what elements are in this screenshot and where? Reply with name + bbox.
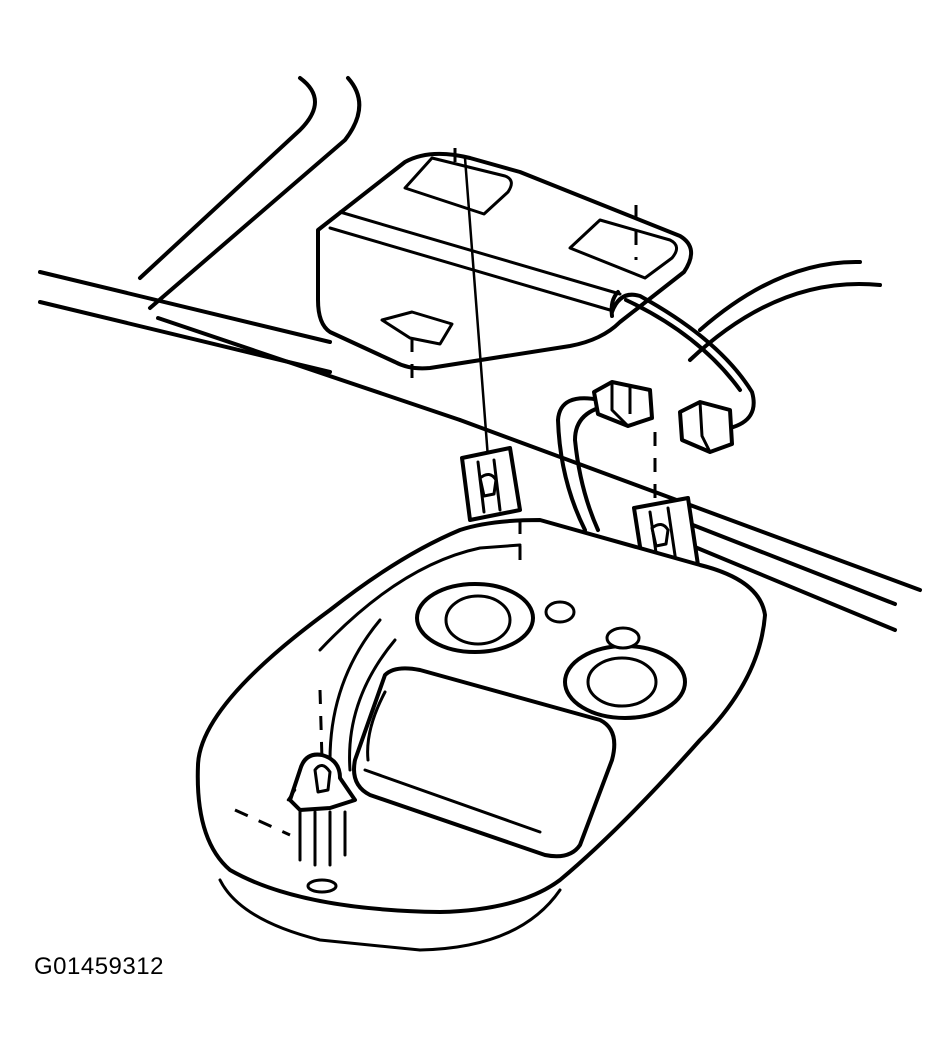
storage-compartment-door bbox=[352, 666, 617, 859]
roof-bracket bbox=[316, 148, 693, 380]
retaining-clip-left bbox=[460, 446, 522, 522]
electrical-connectors bbox=[592, 380, 734, 500]
wiring-harness bbox=[556, 290, 756, 532]
console-front-clip bbox=[286, 752, 357, 867]
lamp-switches bbox=[544, 600, 641, 650]
alignment-line bbox=[463, 156, 490, 460]
reading-lamp-right bbox=[563, 644, 687, 720]
reading-lamp-left bbox=[415, 582, 535, 654]
console-detail-marks bbox=[234, 808, 338, 894]
figure-id-label: G01459312 bbox=[34, 953, 164, 980]
